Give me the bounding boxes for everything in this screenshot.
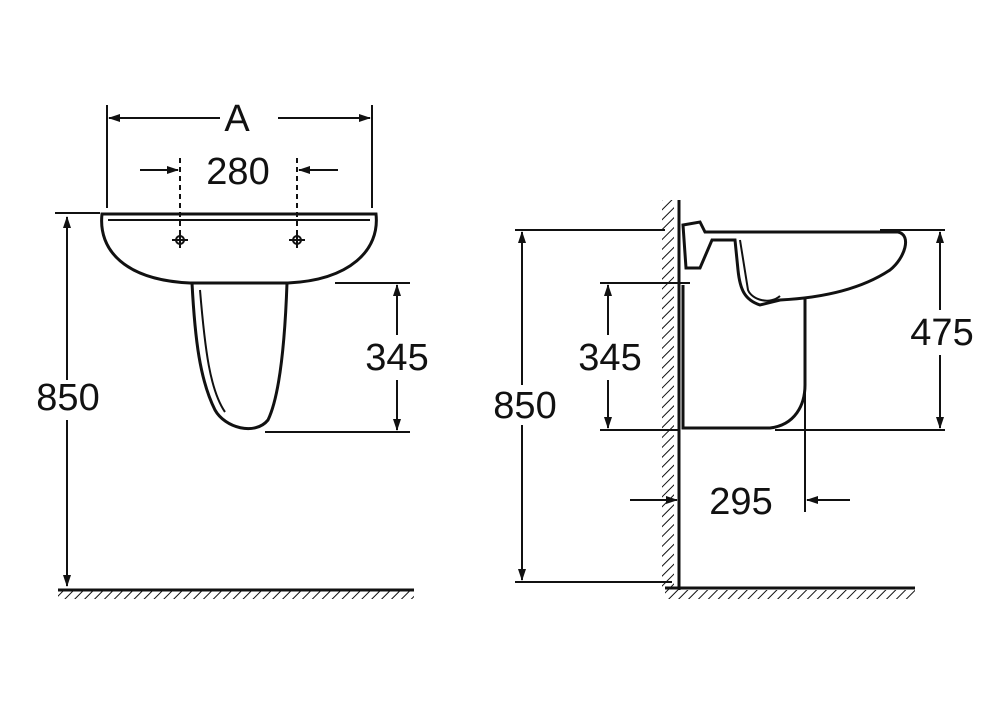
front-view: A 280 850 345 <box>36 98 429 599</box>
pedestal-front <box>190 282 289 431</box>
pedestal-contour <box>199 289 226 413</box>
basin-height-label: 475 <box>910 312 973 354</box>
wall-hatch <box>662 200 674 590</box>
tap-spacing-label: 280 <box>206 151 269 193</box>
projection-label: 295 <box>709 481 772 523</box>
side-view: 850 345 475 295 <box>493 200 974 599</box>
floor-hatch <box>58 590 414 599</box>
dimension-a-label: A <box>224 98 250 140</box>
side-pedestal-label: 345 <box>578 337 641 379</box>
pedestal-side <box>681 285 807 430</box>
front-height-label: 850 <box>36 377 99 419</box>
front-pedestal-label: 345 <box>365 337 428 379</box>
floor-hatch <box>665 590 915 599</box>
tap-hole-icon <box>289 232 305 248</box>
basin-side <box>681 220 908 307</box>
side-height-label: 850 <box>493 385 556 427</box>
basin-front <box>100 212 378 285</box>
basin-inner <box>739 239 781 302</box>
tap-hole-icon <box>172 232 188 248</box>
